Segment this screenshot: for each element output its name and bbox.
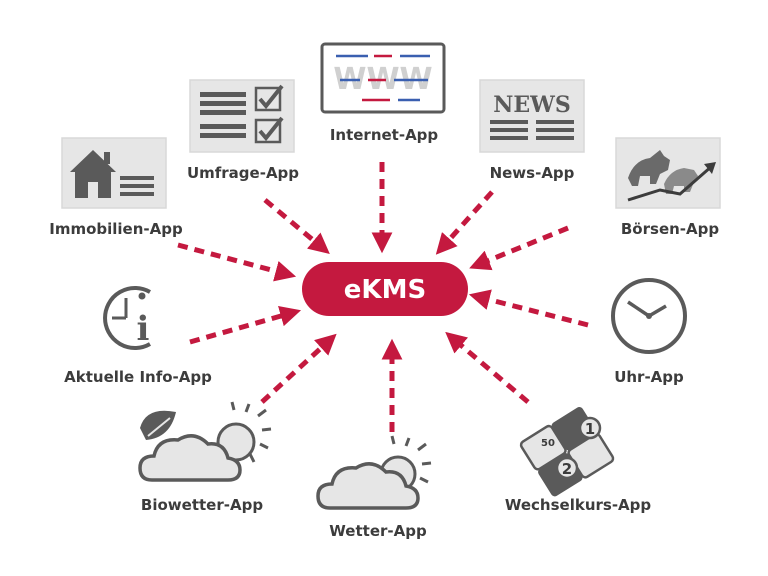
arrow-wechselkurs bbox=[445, 331, 530, 404]
news-app: NEWS News-App bbox=[479, 79, 585, 182]
biowetter-app: Biowetter-App bbox=[138, 401, 272, 514]
immobilien-app-label: Immobilien-App bbox=[49, 220, 183, 238]
house-icon bbox=[61, 137, 167, 209]
uhr-app-label: Uhr-App bbox=[614, 368, 684, 386]
uhr-app: Uhr-App bbox=[611, 278, 687, 386]
immobilien-app: Immobilien-App bbox=[49, 137, 183, 238]
coin-label-4: 50 bbox=[584, 456, 600, 469]
leaf-cloud-sun-icon bbox=[138, 401, 272, 482]
biowetter-app-label: Biowetter-App bbox=[141, 496, 263, 514]
arrow-uhr bbox=[468, 289, 589, 328]
umfrage-app: Umfrage-App bbox=[187, 79, 299, 182]
info-app: i Aktuelle Info-App bbox=[64, 286, 212, 386]
internet-app: WWW Internet-App bbox=[320, 42, 446, 144]
coin-label-1: 1 bbox=[585, 420, 595, 438]
umfrage-app-label: Umfrage-App bbox=[187, 164, 299, 182]
hub-label: eKMS bbox=[344, 275, 426, 305]
boersen-app-label: Börsen-App bbox=[621, 220, 719, 238]
wetter-app: Wetter-App bbox=[316, 435, 432, 540]
arrow-umfrage bbox=[263, 198, 330, 255]
clock-icon bbox=[611, 278, 687, 354]
ekms-hub: eKMS bbox=[302, 262, 468, 316]
checklist-icon bbox=[189, 79, 295, 153]
wechselkurs-app: 1 50 2 50 Wechselkurs-App bbox=[505, 406, 652, 514]
arrow-news bbox=[435, 190, 494, 255]
news-icon-text: NEWS bbox=[493, 92, 570, 118]
info-app-label: Aktuelle Info-App bbox=[64, 368, 212, 386]
news-app-label: News-App bbox=[490, 164, 575, 182]
coin-label-3: 2 bbox=[562, 460, 572, 478]
bull-bear-chart-icon bbox=[615, 137, 721, 209]
currency-coins-icon: 1 50 2 50 bbox=[519, 406, 615, 497]
coin-label-2: 50 bbox=[541, 438, 555, 449]
arrows bbox=[177, 162, 589, 432]
arrow-biowetter bbox=[260, 333, 337, 404]
cloud-sun-icon bbox=[316, 435, 432, 510]
arrow-info bbox=[189, 305, 302, 345]
wetter-app-label: Wetter-App bbox=[329, 522, 427, 540]
info-icon-text: i bbox=[137, 309, 150, 349]
newspaper-icon: NEWS bbox=[479, 79, 585, 153]
wechselkurs-app-label: Wechselkurs-App bbox=[505, 496, 652, 514]
boersen-app: Börsen-App bbox=[615, 137, 721, 238]
clock-info-icon: i bbox=[103, 286, 151, 350]
arrow-boersen bbox=[469, 225, 569, 271]
www-browser-icon: WWW bbox=[320, 42, 446, 114]
internet-app-label: Internet-App bbox=[330, 126, 439, 144]
arrow-immobilien bbox=[177, 242, 297, 282]
